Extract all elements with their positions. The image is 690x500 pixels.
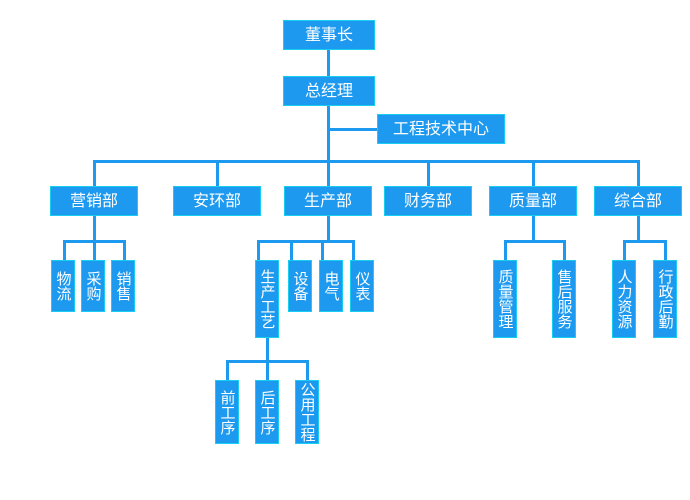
- node-department-production-label: 生产部: [303, 190, 352, 210]
- node-department-general-affairs-label: 综合部: [613, 190, 662, 210]
- node-equipment[interactable]: 设备: [288, 260, 312, 312]
- connector-drop-quality: [532, 160, 535, 186]
- node-production-process[interactable]: 生产工艺: [255, 260, 279, 338]
- node-front-process-label: 前工序: [218, 389, 237, 435]
- connector-gm-to-engineering: [327, 128, 377, 131]
- node-department-quality[interactable]: 质量部: [489, 186, 577, 216]
- node-back-process[interactable]: 后工序: [255, 380, 279, 444]
- connector-process-child-2: [306, 360, 309, 380]
- node-general-manager-label: 总经理: [304, 80, 353, 100]
- connector-general-stem: [637, 216, 640, 240]
- node-general-manager[interactable]: 总经理: [283, 76, 375, 106]
- connector-production-stem: [327, 216, 330, 240]
- node-equipment-label: 设备: [291, 271, 310, 301]
- node-quality-management-label: 质量管理: [496, 269, 515, 329]
- connector-marketing-child-1: [93, 240, 96, 260]
- node-chairman[interactable]: 董事长: [283, 20, 375, 50]
- node-electrical[interactable]: 电气: [319, 260, 343, 312]
- node-department-marketing[interactable]: 营销部: [50, 186, 138, 216]
- node-department-production[interactable]: 生产部: [284, 186, 372, 216]
- connector-drop-finance: [427, 160, 430, 186]
- node-human-resources[interactable]: 人力资源: [612, 260, 636, 338]
- node-department-safety[interactable]: 安环部: [173, 186, 261, 216]
- node-engineering-center-label: 工程技术中心: [392, 118, 489, 138]
- node-front-process[interactable]: 前工序: [215, 380, 239, 444]
- connector-process-child-1: [266, 360, 269, 380]
- connector-drop-general: [637, 160, 640, 186]
- connector-drop-safety: [216, 160, 219, 186]
- node-after-sales-service-label: 售后服务: [555, 269, 574, 329]
- connector-quality-child-0: [504, 240, 507, 260]
- node-back-process-label: 后工序: [258, 389, 277, 435]
- node-department-finance-label: 财务部: [403, 190, 452, 210]
- connector-department-bus: [93, 160, 639, 163]
- node-sales[interactable]: 销售: [111, 260, 135, 312]
- node-production-process-label: 生产工艺: [258, 269, 277, 329]
- connector-gm-trunk: [327, 106, 330, 162]
- node-department-quality-label: 质量部: [508, 190, 557, 210]
- node-after-sales-service[interactable]: 售后服务: [552, 260, 576, 338]
- connector-drop-marketing: [93, 160, 96, 186]
- node-utility-engineering[interactable]: 公用工程: [295, 380, 319, 444]
- connector-process-stem: [266, 337, 269, 360]
- connector-general-bus: [623, 240, 667, 243]
- connector-production-child-0: [257, 240, 260, 260]
- connector-marketing-child-0: [63, 240, 66, 260]
- node-procurement[interactable]: 采购: [81, 260, 105, 312]
- connector-chairman-to-gm: [327, 50, 330, 76]
- node-administration-logistics-label: 行政后勤: [656, 269, 675, 329]
- connector-quality-child-1: [563, 240, 566, 260]
- node-department-marketing-label: 营销部: [69, 190, 118, 210]
- node-logistics-label: 物流: [54, 271, 73, 301]
- node-instrumentation-label: 仪表: [353, 271, 372, 301]
- node-procurement-label: 采购: [84, 271, 103, 301]
- connector-marketing-stem: [93, 216, 96, 240]
- connector-production-child-2: [321, 240, 324, 260]
- connector-quality-stem: [532, 216, 535, 240]
- connector-production-child-3: [352, 240, 355, 260]
- node-sales-label: 销售: [114, 271, 133, 301]
- node-quality-management[interactable]: 质量管理: [493, 260, 517, 338]
- node-human-resources-label: 人力资源: [615, 269, 634, 329]
- connector-production-child-1: [290, 240, 293, 260]
- connector-production-bus: [257, 240, 352, 243]
- node-department-finance[interactable]: 财务部: [384, 186, 472, 216]
- connector-drop-production: [327, 160, 330, 186]
- node-logistics[interactable]: 物流: [51, 260, 75, 312]
- node-electrical-label: 电气: [322, 271, 341, 301]
- node-engineering-center[interactable]: 工程技术中心: [377, 114, 505, 144]
- node-department-safety-label: 安环部: [192, 190, 241, 210]
- node-utility-engineering-label: 公用工程: [298, 382, 317, 442]
- node-chairman-label: 董事长: [304, 24, 353, 44]
- connector-quality-bus: [504, 240, 566, 243]
- connector-general-child-0: [623, 240, 626, 260]
- node-instrumentation[interactable]: 仪表: [350, 260, 374, 312]
- node-administration-logistics[interactable]: 行政后勤: [653, 260, 677, 338]
- connector-marketing-child-2: [123, 240, 126, 260]
- node-department-general-affairs[interactable]: 综合部: [594, 186, 682, 216]
- connector-process-child-0: [226, 360, 229, 380]
- connector-general-child-1: [664, 240, 667, 260]
